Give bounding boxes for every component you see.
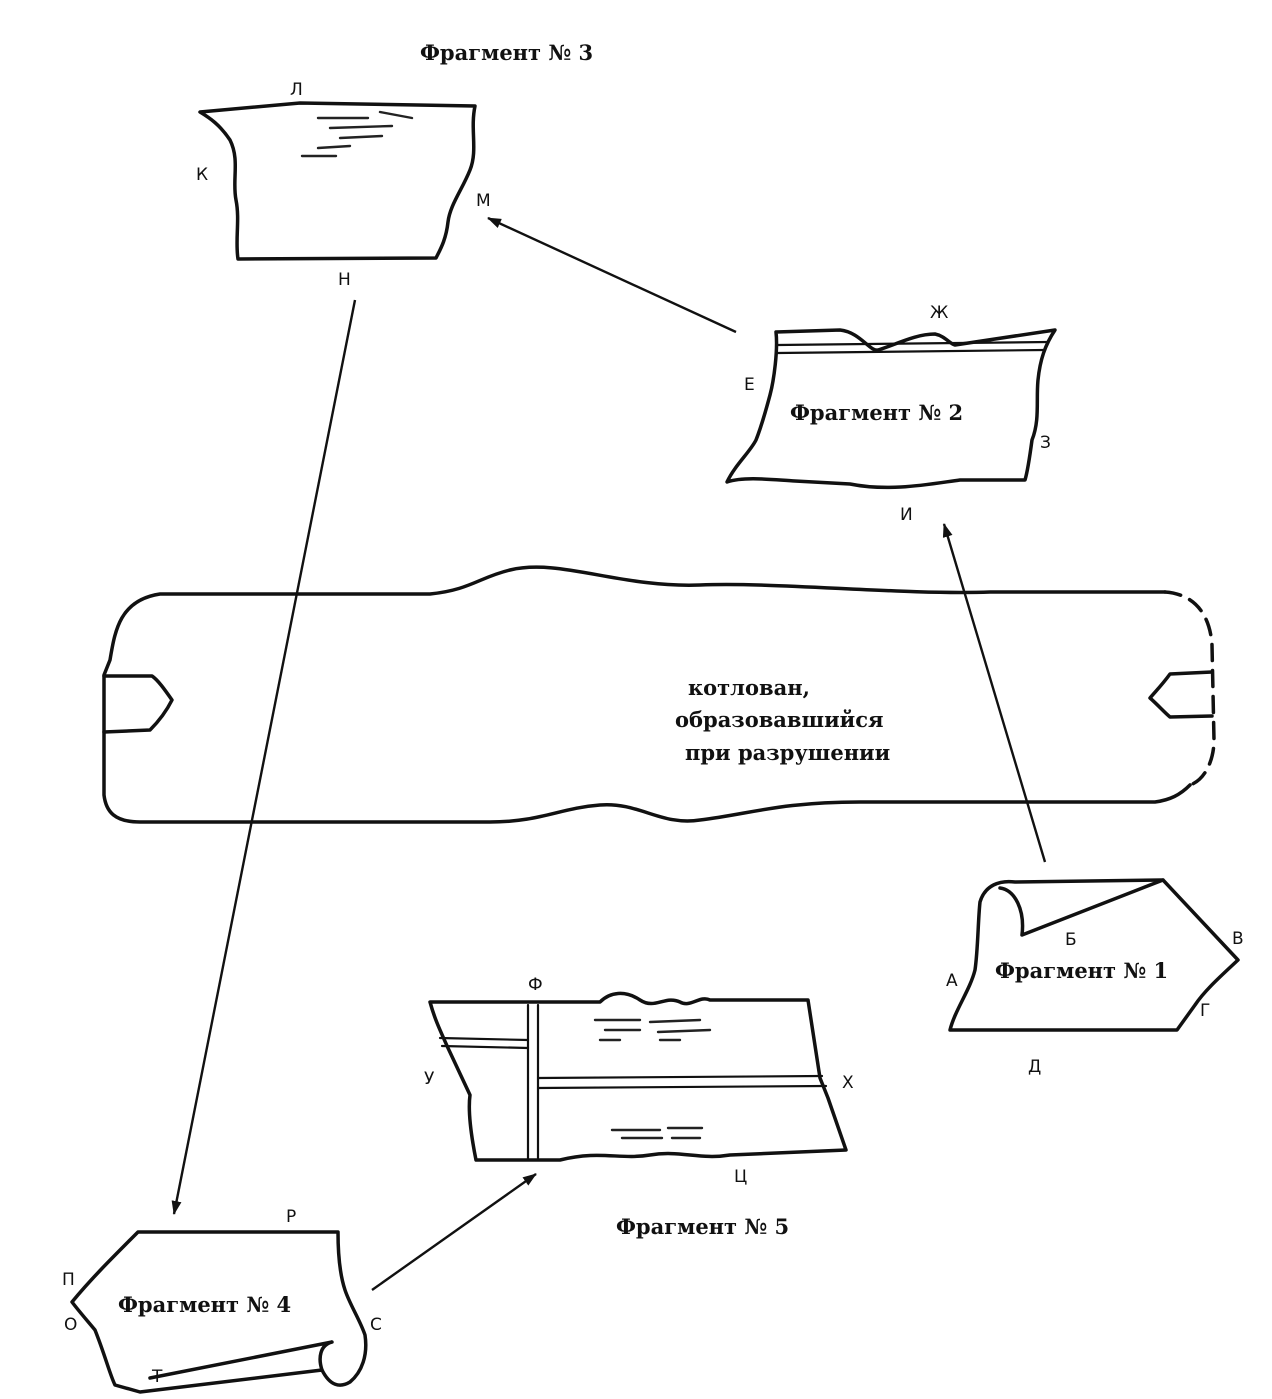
fragment-3-outline — [198, 101, 477, 261]
fragment-4-curl — [148, 1340, 334, 1380]
point-o-label: О — [64, 1315, 77, 1335]
point-kh-label: Х — [842, 1073, 854, 1093]
fragment-3: Фрагмент № 3 Л К М Н — [196, 40, 593, 290]
pit-outline — [102, 565, 1192, 824]
arrow-fragment2-to-fragment3 — [487, 216, 737, 334]
fragment-1: Фрагмент № 1 Б В А Г Д — [946, 878, 1244, 1077]
fragment-5-surface-hatching — [593, 1018, 712, 1140]
connection-arrows — [171, 216, 1047, 1291]
fragment-2: Фрагмент № 2 Ж Е З И — [725, 303, 1057, 525]
pit-label-line3: при разрушении — [685, 740, 890, 765]
point-z-label: З — [1040, 433, 1051, 453]
point-i-label: И — [900, 505, 913, 525]
fragment-5-left-layer — [438, 1036, 530, 1042]
fragment-2-layer-line — [776, 340, 1050, 347]
point-p-label: П — [62, 1270, 75, 1290]
point-d-label: Д — [1028, 1057, 1041, 1077]
point-s-label: С — [370, 1315, 382, 1335]
pit-right-notch — [1148, 670, 1214, 719]
point-u-label: У — [424, 1069, 435, 1089]
fragment-2-title: Фрагмент № 2 — [790, 400, 963, 425]
point-f-label: Ф — [528, 975, 543, 995]
point-l-label: Л — [290, 80, 303, 100]
point-m-label: М — [476, 191, 491, 211]
point-k-label: К — [196, 165, 208, 185]
fragment-3-title: Фрагмент № 3 — [420, 40, 593, 65]
point-n-label: Н — [338, 270, 351, 290]
fragment-1-title: Фрагмент № 1 — [995, 958, 1168, 983]
fragment-2-layer-line-2 — [776, 348, 1046, 355]
point-a-label: А — [946, 971, 958, 991]
pit-outline-destroyed-part — [1163, 590, 1216, 787]
point-g-label: Г — [1200, 1001, 1210, 1021]
fragment-1-curl — [998, 878, 1165, 937]
fragment-4: Фрагмент № 4 Р П О С Т — [62, 1207, 382, 1394]
point-r-label: Р — [286, 1207, 296, 1227]
fragment-5-title: Фрагмент № 5 — [616, 1214, 789, 1239]
fragment-4-outline — [70, 1230, 368, 1394]
fragment-5-outline — [428, 991, 848, 1162]
arrow-fragment4-to-fragment5 — [371, 1173, 537, 1291]
point-b-label: Б — [1065, 930, 1077, 950]
fragment-5-mid-layer — [536, 1074, 824, 1080]
fragment-5: Фрагмент № 5 Ф У Х Ц — [424, 975, 854, 1239]
fragment-4-title: Фрагмент № 4 — [118, 1292, 291, 1317]
fragment-3-surface-hatching — [300, 110, 414, 158]
point-v-label: В — [1232, 929, 1244, 949]
arrow-fragment1-to-fragment2 — [942, 523, 1047, 863]
point-ts-label: Ц — [734, 1167, 747, 1187]
fragment-1-outline — [948, 878, 1240, 1032]
point-t-label: Т — [151, 1367, 163, 1387]
fragment-2-outline — [725, 328, 1057, 490]
pit: котлован, образовавшийся при разрушении — [102, 565, 1216, 824]
pit-left-notch — [102, 674, 174, 734]
fragment-5-mid-layer-2 — [536, 1084, 828, 1090]
fragment-5-left-layer-2 — [440, 1044, 530, 1050]
pit-label-line2: образовавшийся — [675, 707, 884, 732]
arrow-fragment3-to-fragment4 — [171, 299, 357, 1215]
pit-label-line1: котлован, — [688, 675, 810, 700]
point-zh-label: Ж — [930, 303, 948, 323]
point-e-label: Е — [744, 375, 755, 395]
